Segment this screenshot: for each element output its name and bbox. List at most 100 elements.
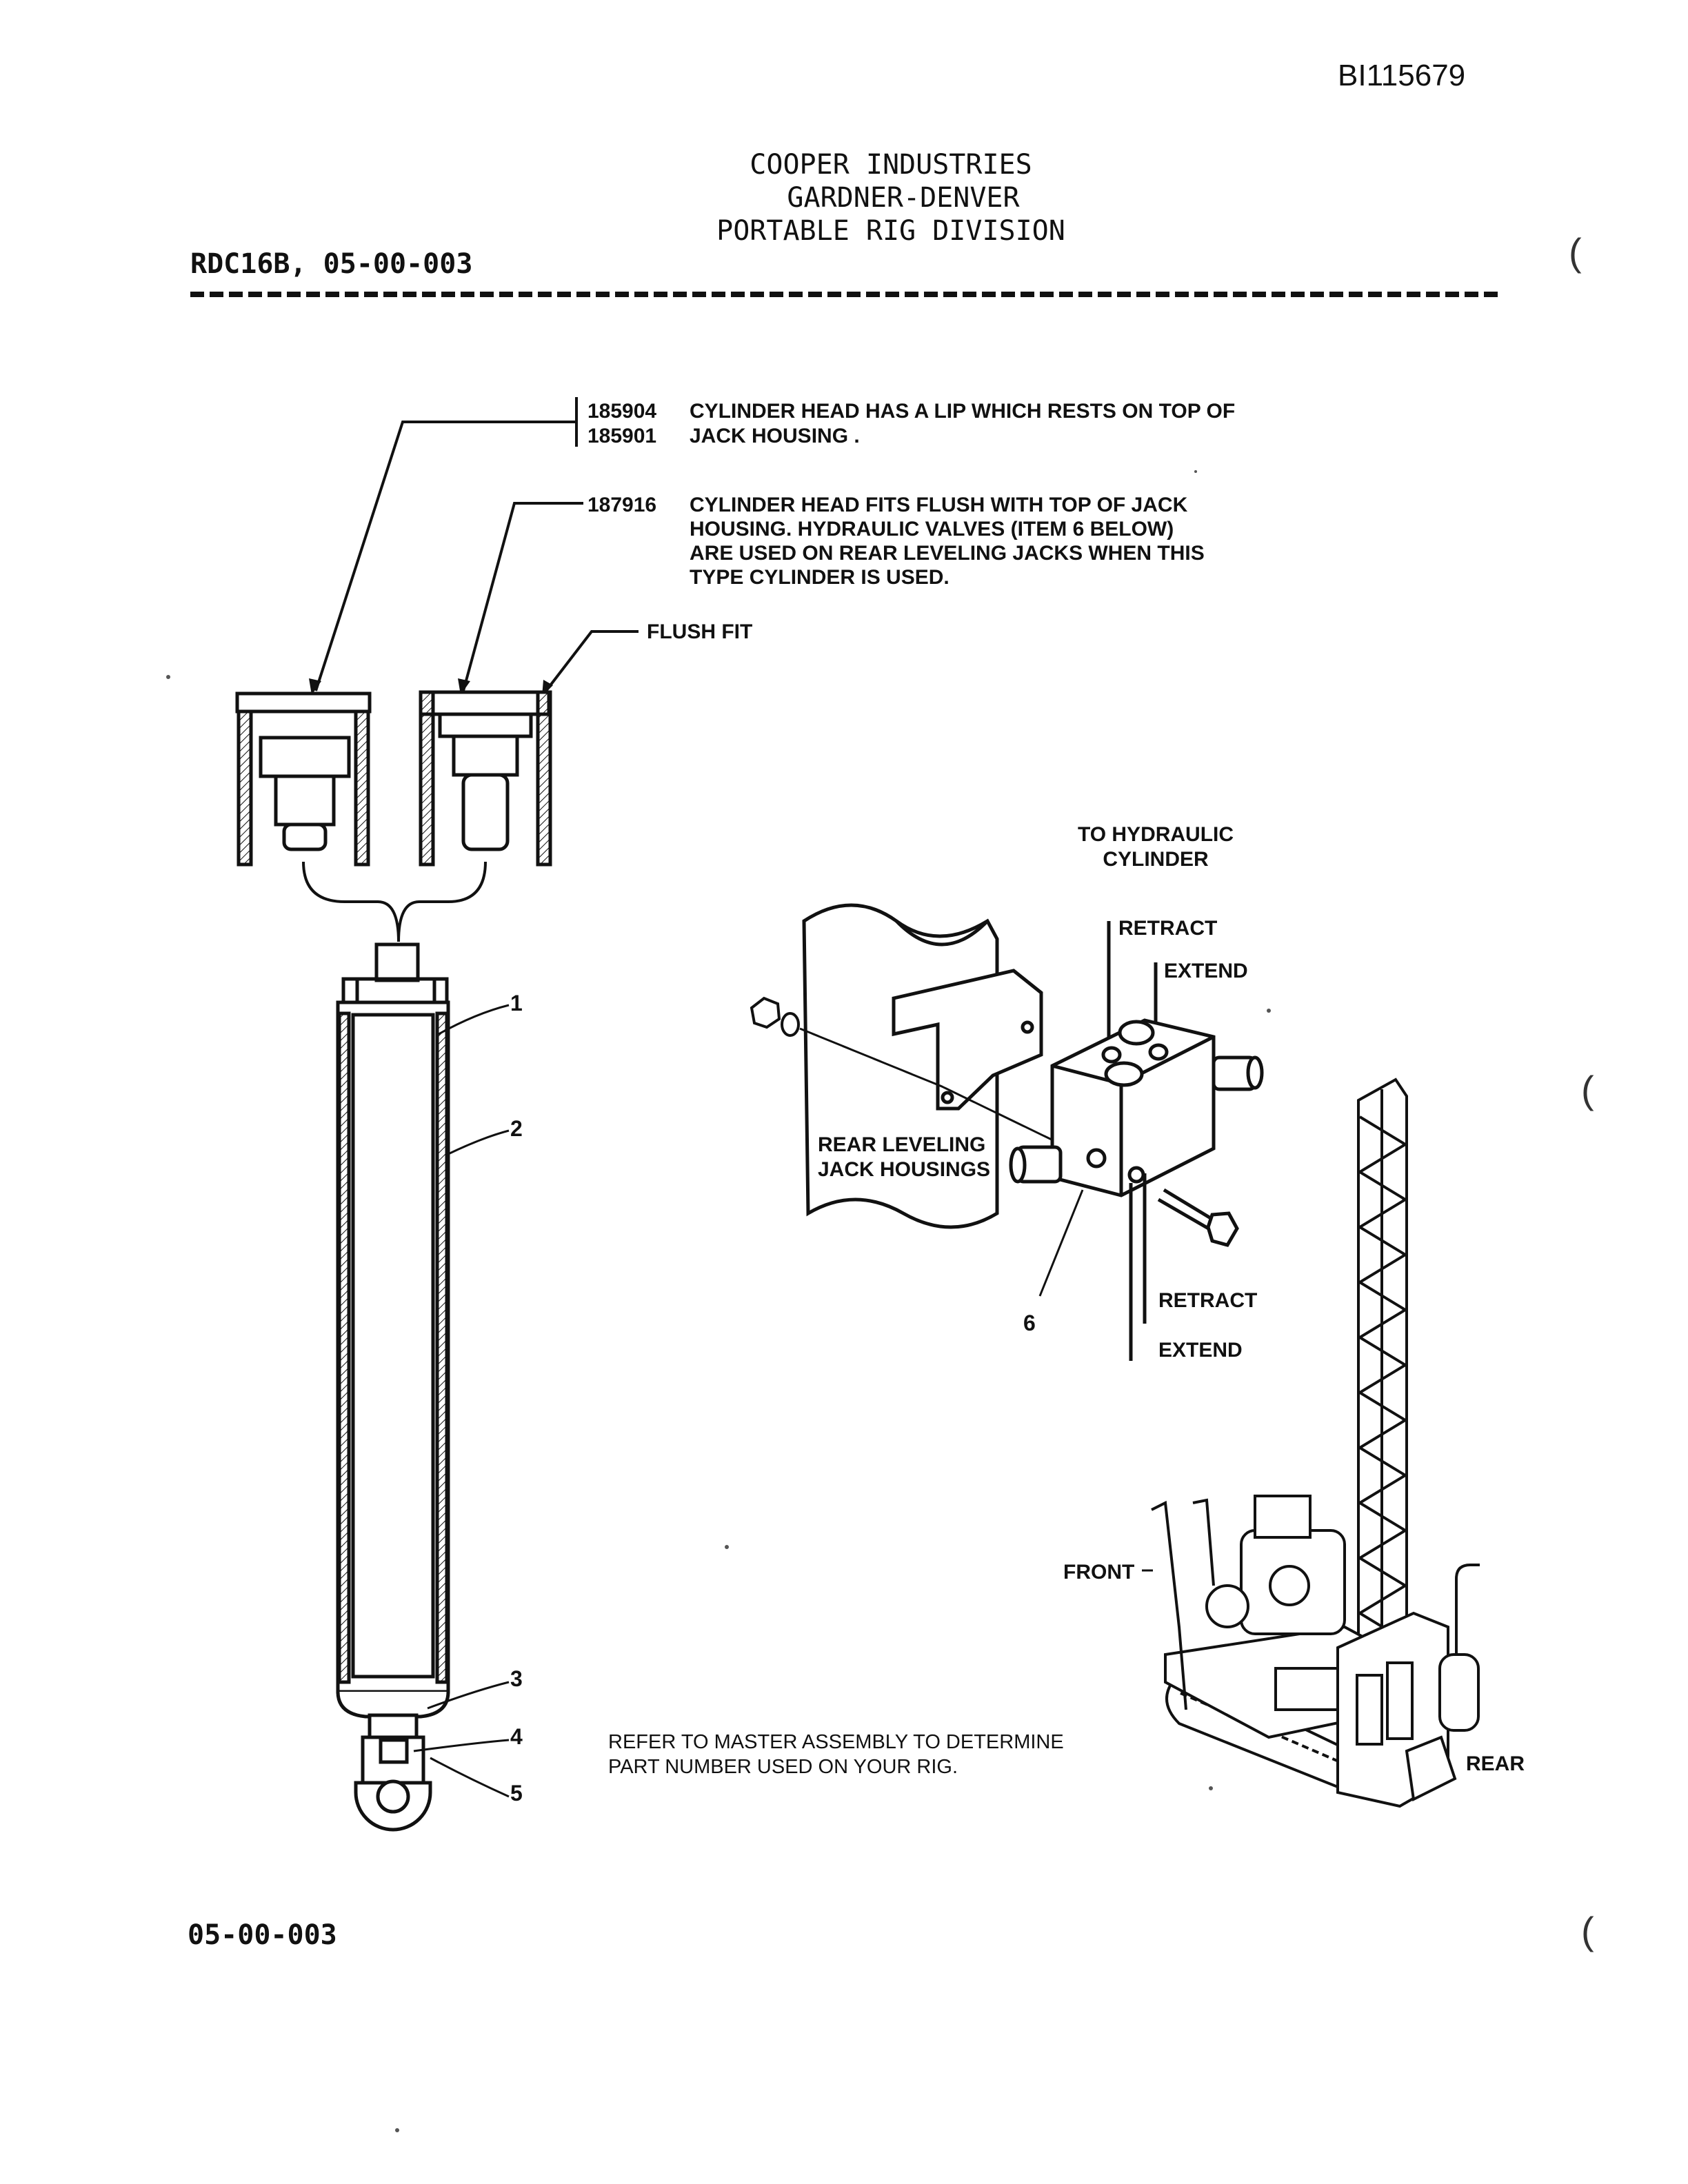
hydraulic-cylinder [336,942,450,1832]
rig-radiator [1254,1495,1312,1539]
nut-and-washer [750,996,800,1037]
lip-housing-right-wall [354,709,370,867]
margin-mark-3: ( [1581,1909,1594,1952]
header-ref: RDC16B, 05-00-003 [190,248,472,280]
note-a-line-1: CYLINDER HEAD HAS A LIP WHICH RESTS ON T… [690,400,1235,423]
refer-note-line-2: PART NUMBER USED ON YOUR RIG. [608,1756,958,1778]
valve-plug-center [1104,1061,1144,1087]
speck [166,675,170,679]
flush-head-neck [452,734,519,777]
retract-port-bottom [1127,1166,1145,1184]
leader-item-4 [413,1739,510,1752]
header-line-1: COOPER INDUSTRIES [750,149,1032,181]
cylinder-head-collar [341,977,449,1004]
refer-note-line-1: REFER TO MASTER ASSEMBLY TO DETERMINE [608,1731,1064,1753]
valve-plug-top [1118,1020,1155,1046]
speck [1209,1786,1213,1790]
lip-head-rod [282,822,328,851]
bolt-shank-edge [1163,1188,1218,1224]
barrel-wall-right [435,1011,449,1684]
leader-item-6 [1038,1189,1084,1297]
part-number-187916: 187916 [587,494,656,516]
cylinder-rod-top [374,942,420,982]
bracket-hole-1 [941,1091,954,1104]
leader-item-5 [430,1757,510,1798]
flush-head-cap [419,690,551,716]
rig-toolbox [1274,1667,1339,1711]
clevis-slot [379,1738,409,1764]
detail-brace [302,861,487,942]
flush-housing-left-wall [419,690,435,867]
leader-lip-head [314,421,576,691]
part-number-185901: 185901 [587,425,656,447]
leader-item-3 [427,1681,510,1710]
scan-specks [166,470,1271,2132]
speck [395,2128,399,2132]
mast-lattice [1357,1115,1408,1670]
front-frame-post [1151,1500,1187,1710]
rig-front-label: FRONT [1063,1561,1134,1584]
leader-flush-head [462,502,583,691]
note-b-line-4: TYPE CYLINDER IS USED. [690,566,950,589]
rear-tank [1438,1653,1480,1732]
front-frame-post-2 [1192,1498,1215,1586]
retract-port-top [1101,1046,1122,1064]
detail-lip-head [235,691,372,867]
callout-3: 3 [510,1666,523,1691]
lip-head-cap [235,691,372,714]
jack-housing [802,903,1043,1229]
lock-washer [781,1012,800,1037]
margin-mark-2: ( [1581,1068,1594,1111]
cylinder-bottom-cap [336,1691,450,1719]
retract-label-bottom: RETRACT [1158,1289,1257,1312]
callout-4: 4 [510,1724,523,1749]
retract-label-top: RETRACT [1118,917,1217,940]
hydraulic-valve [1009,1018,1264,1247]
note-b-line-2: HOUSING. HYDRAULIC VALVES (ITEM 6 BELOW) [690,518,1174,540]
callout-2: 2 [510,1116,523,1141]
rear-leveling-jack-pad [1405,1735,1457,1802]
bolt-shank [1157,1197,1212,1232]
mounting-bracket [892,969,1043,1111]
valve-stem-right-end [1246,1055,1264,1090]
flush-head-rod [461,773,510,851]
lip-head-neck [274,774,336,827]
extend-port-top [1148,1043,1169,1061]
arrowhead-lip [309,678,321,695]
extend-label-top: EXTEND [1164,960,1248,982]
valve-side-port [1086,1148,1107,1169]
note-b-line-3: ARE USED ON REAR LEVELING JACKS WHEN THI… [690,542,1205,565]
speck [725,1545,729,1549]
note-leaders [314,421,639,692]
callout-5: 5 [510,1781,523,1806]
cylinder-piston-tube [351,1013,435,1679]
margin-mark-1: ( [1569,230,1582,274]
part-number-185904: 185904 [587,400,656,423]
valve-stem-left-end [1009,1146,1027,1184]
detail-flush-head [419,690,552,867]
lip-head-body [259,736,351,778]
speck [1194,470,1197,473]
rig-rear-label: REAR [1466,1752,1525,1775]
exhaust-stack [1455,1564,1480,1661]
speck [1267,1009,1271,1013]
flush-fit-label: FLUSH FIT [647,620,752,643]
leader-item-2 [448,1129,510,1155]
flush-housing-right-wall [536,690,552,867]
drill-rig [1151,1078,1480,1808]
to-hydraulic-line-2: CYLINDER [1103,848,1209,871]
engine-wheel-2 [1269,1565,1310,1606]
note-a-line-2: JACK HOUSING . [690,425,860,447]
bolt-head [1206,1211,1239,1247]
clevis-pin-hole [376,1779,410,1814]
hex-nut [750,996,781,1029]
header-line-3: PORTABLE RIG DIVISION [716,215,1065,247]
document-id: BI115679 [1338,59,1465,92]
housing-label-2: JACK HOUSINGS [818,1158,990,1181]
barrel-wall-left [337,1011,351,1684]
extend-label-bottom: EXTEND [1158,1339,1243,1362]
leader-item-1 [438,1004,510,1035]
callout-1: 1 [510,991,523,1015]
